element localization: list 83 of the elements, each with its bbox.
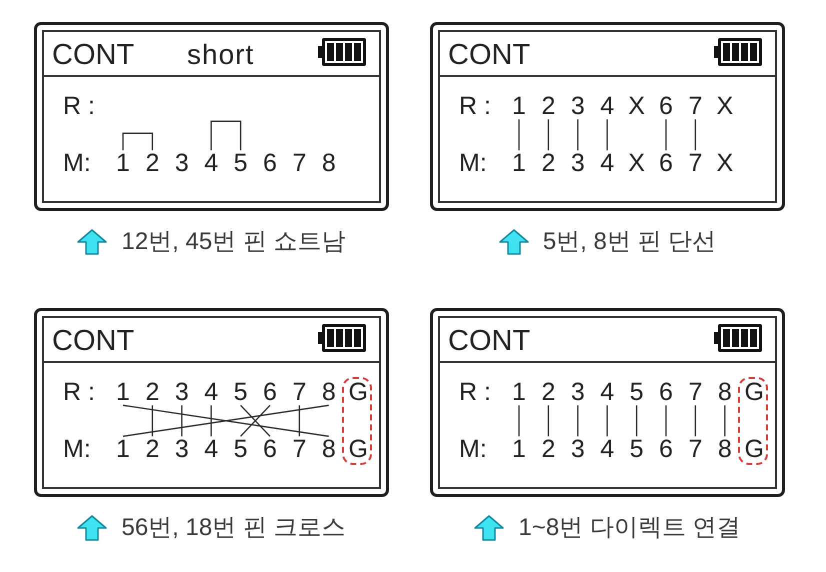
- pin-label: 4: [600, 382, 614, 402]
- pin-label: 6: [659, 439, 673, 460]
- row-label: M:: [459, 152, 487, 174]
- lcd-screen: [34, 22, 389, 211]
- pin-label: 4: [600, 439, 614, 460]
- pin-label: 1: [116, 382, 130, 402]
- pin-label: 2: [145, 153, 160, 174]
- highlight-frame: [738, 377, 768, 465]
- pin-label: 8: [718, 439, 732, 460]
- pin-label: 6: [659, 153, 673, 174]
- pin-label: 1: [512, 439, 526, 460]
- mode-title: CONT: [448, 42, 530, 67]
- pin-label: 7: [292, 153, 306, 174]
- pin-label: 2: [541, 153, 556, 174]
- pin-label: 6: [263, 439, 277, 460]
- pin-label: 4: [204, 382, 218, 402]
- result-label: 1~8번 다이렉트 연결: [518, 513, 741, 543]
- pin-label: G: [744, 439, 764, 460]
- row-label: M:: [459, 438, 487, 460]
- pin-label: X: [716, 153, 734, 174]
- pin-label: 5: [630, 382, 644, 402]
- pin-label: 5: [630, 439, 644, 460]
- pin-label: 2: [145, 439, 160, 460]
- row-label: M:: [63, 152, 91, 174]
- pin-label: 7: [292, 439, 306, 460]
- pin-label: 3: [174, 382, 189, 402]
- pin-label: 8: [322, 439, 336, 460]
- mode-title: CONT: [52, 42, 134, 67]
- pin-label: 3: [570, 439, 585, 460]
- pin-label: 4: [204, 439, 218, 460]
- pin-label: 2: [541, 382, 556, 402]
- row-label: R :: [63, 382, 95, 403]
- row-label: R :: [63, 96, 95, 117]
- pin-label: 7: [688, 96, 702, 116]
- pin-label: G: [348, 439, 368, 460]
- pin-label: 4: [600, 153, 614, 174]
- lcd-screen: [34, 308, 389, 497]
- pin-label: 3: [174, 153, 189, 174]
- pin-label: 8: [718, 382, 732, 402]
- pin-label: 5: [234, 153, 248, 174]
- pin-label: G: [348, 382, 368, 402]
- pin-label: 7: [688, 382, 702, 402]
- pin-label: X: [716, 96, 734, 116]
- pin-label: 4: [600, 96, 614, 116]
- pin-label: 1: [116, 153, 130, 174]
- status-text: short: [187, 43, 254, 68]
- pin-label: 1: [512, 382, 526, 402]
- pin-label: 7: [688, 153, 702, 174]
- pin-label: X: [628, 153, 645, 174]
- lcd-screen: [430, 308, 785, 497]
- result-label: 56번, 18번 핀 크로스: [121, 513, 346, 543]
- pin-label: G: [744, 382, 764, 402]
- pin-label: 3: [570, 96, 585, 116]
- pin-label: 4: [204, 153, 218, 174]
- row-label: R :: [459, 382, 491, 403]
- mode-title: CONT: [52, 328, 134, 353]
- pin-label: 2: [541, 96, 556, 116]
- pin-label: 6: [263, 382, 277, 402]
- pin-label: 3: [174, 439, 189, 460]
- pin-label: 2: [541, 439, 556, 460]
- row-label: M:: [63, 438, 91, 460]
- pin-label: 6: [263, 153, 277, 174]
- lcd-screen: [430, 22, 785, 211]
- pin-label: 6: [659, 382, 673, 402]
- pin-label: 1: [512, 96, 526, 116]
- pin-label: X: [628, 96, 645, 116]
- pin-label: 1: [512, 153, 526, 174]
- highlight-frame: [342, 377, 372, 465]
- pin-label: 5: [234, 439, 248, 460]
- pin-label: 7: [688, 439, 702, 460]
- result-label: 12번, 45번 핀 쇼트남: [121, 227, 346, 257]
- result-label: 5번, 8번 핀 단선: [542, 227, 716, 257]
- pin-label: 1: [116, 439, 130, 460]
- pin-label: 8: [322, 382, 336, 402]
- pin-label: 3: [570, 382, 585, 402]
- pin-label: 7: [292, 382, 306, 402]
- pin-label: 8: [322, 153, 336, 174]
- pin-label: 6: [659, 96, 673, 116]
- pin-label: 5: [234, 382, 248, 402]
- pin-label: 3: [570, 153, 585, 174]
- row-label: R :: [459, 96, 491, 117]
- pin-label: 2: [145, 382, 160, 402]
- mode-title: CONT: [448, 328, 530, 353]
